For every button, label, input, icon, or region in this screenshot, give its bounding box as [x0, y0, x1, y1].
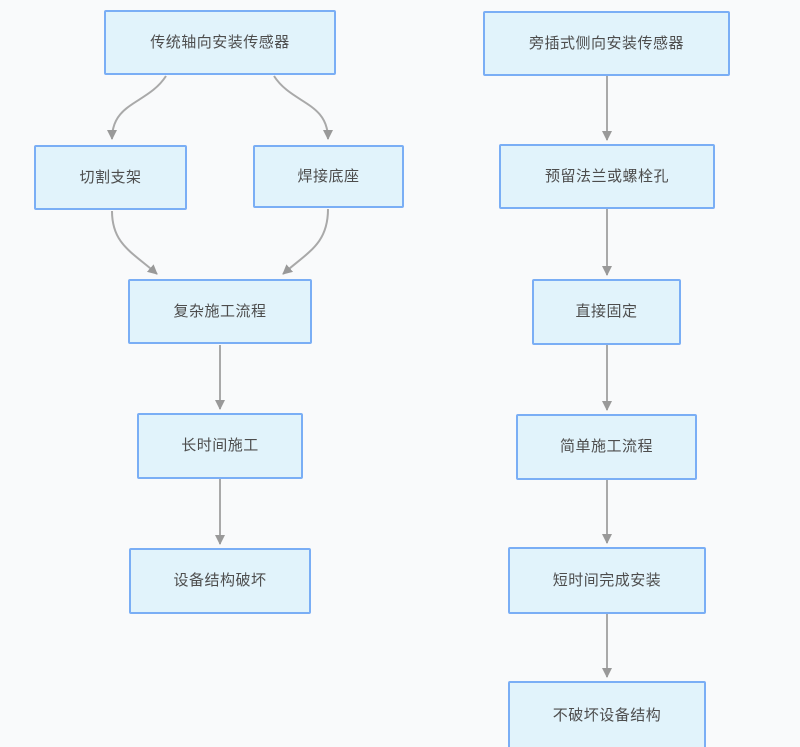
flow-node-long-construction: 长时间施工	[137, 413, 303, 479]
flow-edge-traditional-axial-sensor--cut-bracket	[107, 75, 167, 140]
flow-node-label: 直接固定	[575, 303, 638, 320]
flow-node-reserve-flange-bolt-holes: 预留法兰或螺栓孔	[499, 144, 715, 209]
flow-node-weld-base: 焊接底座	[253, 145, 404, 208]
flow-node-label: 长时间施工	[181, 437, 259, 454]
flow-edge-traditional-axial-sensor--weld-base	[273, 75, 333, 140]
flow-node-label: 短时间完成安装	[552, 571, 662, 589]
flow-node-label: 设备结构破坏	[173, 572, 267, 589]
flow-node-complex-process: 复杂施工流程	[128, 279, 312, 344]
flow-node-cut-bracket: 切割支架	[34, 145, 187, 210]
flow-node-label: 旁插式侧向安装传感器	[528, 34, 684, 52]
flow-node-label: 传统轴向安装传感器	[150, 33, 290, 51]
flow-node-side-insert-sensor: 旁插式侧向安装传感器	[483, 11, 730, 76]
flow-node-direct-fixing: 直接固定	[532, 279, 681, 345]
flow-node-label: 切割支架	[79, 168, 142, 186]
flow-node-short-time-install: 短时间完成安装	[508, 547, 706, 614]
flow-node-label: 简单施工流程	[559, 438, 653, 455]
flow-edge-cut-bracket--complex-process	[111, 210, 158, 275]
flow-node-simple-process: 简单施工流程	[516, 414, 697, 480]
flow-node-label: 预留法兰或螺栓孔	[544, 167, 669, 185]
flow-node-traditional-axial-sensor: 传统轴向安装传感器	[104, 10, 336, 75]
flow-node-no-structure-damage: 不破坏设备结构	[508, 681, 706, 747]
flow-node-label: 不破坏设备结构	[552, 707, 662, 724]
flow-node-equipment-damage: 设备结构破坏	[129, 548, 311, 614]
flow-node-label: 复杂施工流程	[173, 302, 267, 320]
flow-edge-weld-base--complex-process	[282, 208, 329, 275]
flow-node-label: 焊接底座	[297, 167, 360, 185]
